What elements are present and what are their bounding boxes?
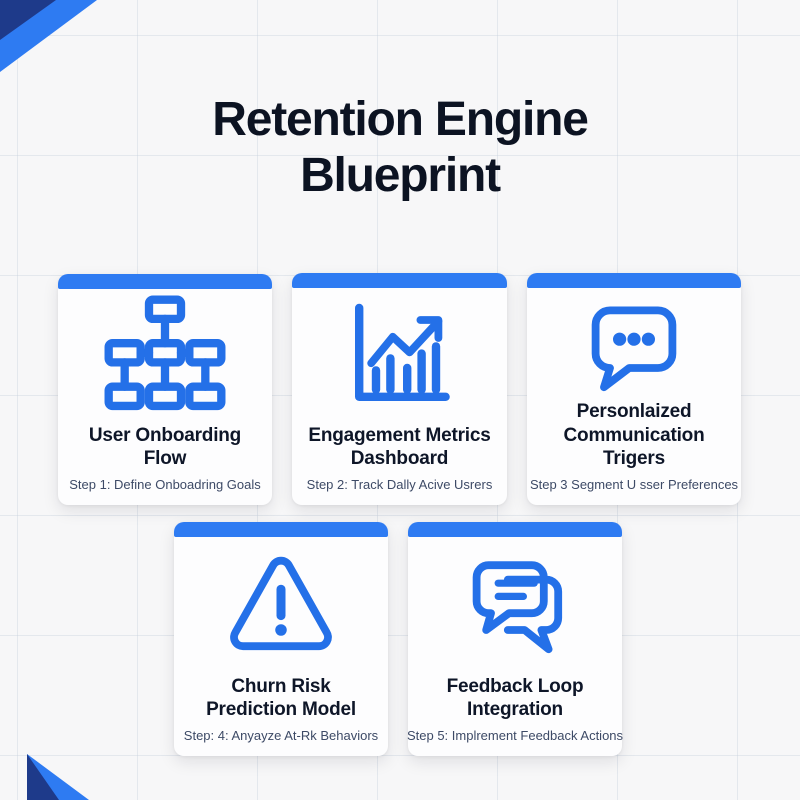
card-title: User Onboarding Flow bbox=[88, 424, 242, 469]
card-personalized-communication-triggers: Personlaized Communication Trigers Step … bbox=[527, 273, 741, 505]
card-header-bar bbox=[58, 274, 272, 289]
page-title-line-2: Blueprint bbox=[300, 148, 501, 202]
card-subtitle: Step 3 Segment U sser Preferences bbox=[529, 477, 739, 492]
bar-chart-icon bbox=[337, 288, 463, 424]
card-subtitle: Step 5: Implrement Feedback Actions bbox=[406, 728, 624, 743]
card-title: Personlaized Communication Trigers bbox=[563, 401, 705, 469]
speech-bubble-icon bbox=[570, 288, 698, 400]
card-title: Engagement Metrics Dashboard bbox=[308, 424, 491, 469]
card-user-onboarding-flow: User Onboarding Flow Step 1: Define Onbo… bbox=[58, 274, 272, 505]
card-header-bar bbox=[292, 273, 507, 288]
card-engagement-metrics-dashboard: Engagement Metrics Dashboard Step 2: Tra… bbox=[292, 273, 507, 505]
card-header-bar bbox=[527, 273, 741, 288]
card-subtitle: Step 1: Define Onboadring Goals bbox=[69, 477, 261, 492]
card-header-bar bbox=[408, 522, 622, 537]
card-churn-risk-prediction-model: Churn Risk Prediction Model Step: 4: Any… bbox=[174, 522, 388, 756]
card-title: Feedback Loop Integration bbox=[446, 675, 584, 720]
card-subtitle: Step 2: Track Dally Acive Usrers bbox=[306, 477, 493, 492]
flowchart-icon bbox=[96, 289, 234, 424]
warning-triangle-icon bbox=[218, 537, 344, 675]
chat-bubbles-icon bbox=[451, 537, 579, 675]
card-title: Churn Risk Prediction Model bbox=[206, 675, 356, 720]
page-title-line-1: Retention Engine bbox=[212, 93, 589, 146]
page-title: Retention Engine Blueprint bbox=[0, 92, 800, 203]
card-feedback-loop-integration: Feedback Loop Integration Step 5: Implre… bbox=[406, 522, 624, 756]
card-subtitle: Step: 4: Anyayze At-Rk Behaviors bbox=[183, 728, 379, 743]
card-header-bar bbox=[174, 522, 388, 537]
